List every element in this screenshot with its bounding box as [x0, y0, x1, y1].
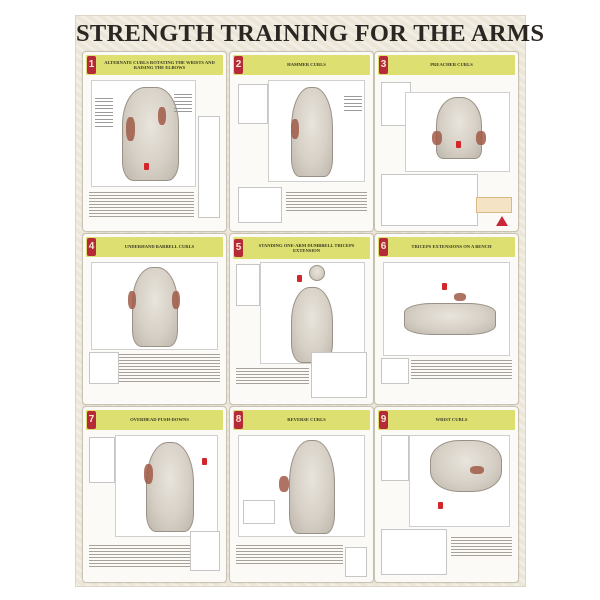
panel-title: Reverse Curls — [287, 417, 326, 423]
panel-title: Preacher Curls — [430, 62, 473, 68]
biceps-highlight — [158, 107, 166, 125]
warning-icon — [496, 216, 508, 226]
panel-6: 6 Triceps Extensions on a Bench — [374, 233, 519, 405]
panel-title: Wrist Curls — [435, 417, 468, 423]
panel-title: Underhand Barbell Curls — [124, 244, 195, 250]
technique-inset — [89, 352, 119, 384]
forearm-detail — [243, 500, 275, 524]
exercise-illustration — [91, 262, 218, 350]
panel-2: 2 Hammer Curls — [229, 51, 374, 232]
exercise-description — [411, 358, 512, 381]
exercise-illustration — [238, 435, 365, 537]
exercise-description — [89, 543, 190, 569]
athlete-figure — [291, 287, 333, 363]
tip-box — [476, 197, 512, 213]
athlete-figure — [404, 303, 496, 335]
panel-8: 8 Reverse Curls — [229, 406, 374, 583]
exercise-description — [451, 535, 512, 558]
grip-detail — [190, 531, 220, 571]
exercise-illustration — [268, 80, 365, 182]
panel-title: Triceps Extensions on a Bench — [411, 244, 492, 250]
exercise-illustration — [405, 92, 510, 172]
panel-title: Alternate Curls Rotating the Wrists and … — [104, 59, 215, 71]
panel-4: 4 Underhand Barbell Curls — [82, 233, 227, 405]
panel-header: 3 Preacher Curls — [378, 55, 515, 75]
panel-header: 5 Standing One-Arm Dumbbell Triceps Exte… — [233, 237, 370, 259]
movement-arrow — [456, 141, 461, 148]
exercise-description — [286, 190, 367, 213]
exercise-illustration — [260, 262, 365, 364]
triceps-highlight — [144, 464, 153, 484]
exercise-illustration — [383, 262, 510, 356]
panel-9: 9 Wrist Curls — [374, 406, 519, 583]
panel-number-badge: 3 — [379, 56, 388, 74]
panel-7: 7 Overhead Push-Downs — [82, 406, 227, 583]
panel-number-badge: 4 — [87, 238, 96, 256]
biceps-highlight — [172, 291, 180, 309]
forearm-detail — [238, 187, 282, 223]
dumbbell — [309, 265, 325, 281]
movement-arrow — [202, 458, 207, 465]
panel-number-badge: 5 — [234, 239, 243, 257]
forearm-highlight — [279, 476, 289, 492]
forearm-highlight — [470, 466, 484, 474]
biceps-highlight — [128, 291, 136, 309]
panel-number-badge: 6 — [379, 238, 388, 256]
exercise-description — [89, 190, 194, 219]
back-muscles-detail — [311, 352, 367, 398]
panel-title: Overhead Push-Downs — [130, 417, 189, 423]
technique-inset — [198, 116, 220, 218]
technique-inset — [345, 547, 367, 577]
panel-header: 9 Wrist Curls — [378, 410, 515, 430]
athlete-figure — [289, 440, 335, 534]
panel-header: 1 Alternate Curls Rotating the Wrists an… — [86, 55, 223, 75]
arms-training-poster: STRENGTH TRAINING FOR THE ARMS 1 Alterna… — [76, 16, 545, 586]
exercise-illustration — [409, 435, 510, 527]
exercise-description — [236, 366, 309, 386]
exercise-description — [236, 543, 343, 566]
panel-header: 8 Reverse Curls — [233, 410, 370, 430]
panel-3: 3 Preacher Curls — [374, 51, 519, 232]
forearm-detail — [381, 174, 478, 226]
exercise-description — [119, 352, 220, 384]
athlete-figure — [430, 440, 502, 492]
technique-inset — [381, 358, 409, 384]
panel-header: 7 Overhead Push-Downs — [86, 410, 223, 430]
technique-inset — [89, 437, 115, 483]
panel-header: 2 Hammer Curls — [233, 55, 370, 75]
panel-header: 4 Underhand Barbell Curls — [86, 237, 223, 257]
movement-arrow — [438, 502, 443, 509]
biceps-highlight — [126, 117, 135, 141]
brachioradialis-highlight — [291, 119, 299, 139]
panel-number-badge: 8 — [234, 411, 243, 429]
panel-header: 6 Triceps Extensions on a Bench — [378, 237, 515, 257]
panel-number-badge: 2 — [234, 56, 243, 74]
athlete-figure — [436, 97, 482, 159]
exercise-illustration — [115, 435, 218, 537]
movement-arrow — [442, 283, 447, 290]
movement-arrow — [297, 275, 302, 282]
panel-title: Standing One-Arm Dumbbell Triceps Extens… — [258, 242, 355, 254]
biceps-highlight — [432, 131, 442, 145]
forearm-muscles-detail — [381, 529, 447, 575]
technique-inset — [381, 435, 409, 481]
athlete-figure — [146, 442, 194, 532]
panel-number-badge: 7 — [87, 411, 96, 429]
biceps-highlight — [476, 131, 486, 145]
exercise-illustration — [91, 80, 196, 187]
panel-5: 5 Standing One-Arm Dumbbell Triceps Exte… — [229, 233, 374, 405]
poster-title: STRENGTH TRAINING FOR THE ARMS — [76, 20, 545, 47]
movement-arrow — [144, 163, 149, 170]
panel-1: 1 Alternate Curls Rotating the Wrists an… — [82, 51, 227, 232]
technique-inset — [238, 84, 268, 124]
triceps-highlight — [454, 293, 466, 301]
panel-title: Hammer Curls — [287, 62, 326, 68]
panel-number-badge: 1 — [87, 56, 96, 74]
technique-inset — [236, 264, 260, 306]
athlete-figure — [132, 267, 178, 347]
panel-number-badge: 9 — [379, 411, 388, 429]
